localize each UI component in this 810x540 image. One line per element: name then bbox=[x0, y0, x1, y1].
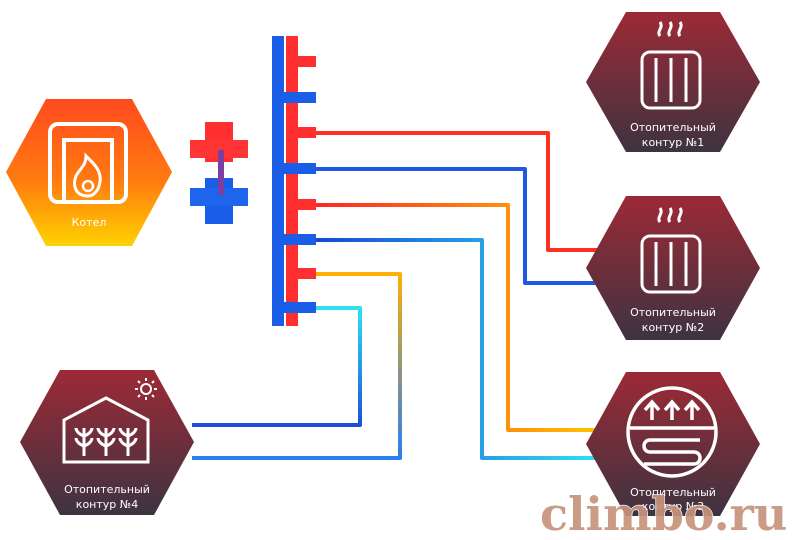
boiler-label: Котел bbox=[72, 216, 107, 229]
circuit-3-hexagon bbox=[586, 372, 760, 516]
circuit-2-label-line1: Отопительный bbox=[630, 306, 716, 319]
boiler-hexagon bbox=[6, 99, 172, 246]
pipe-c4-return bbox=[192, 306, 362, 427]
circuit-3-label-line1: Отопительный bbox=[630, 486, 716, 499]
circuit-4-label-line2: контур №4 bbox=[76, 498, 138, 511]
pipes bbox=[168, 60, 600, 460]
manifold bbox=[272, 36, 316, 326]
circuit-2-label-line2: контур №2 bbox=[642, 321, 704, 334]
circuit-1-label-line2: контур №1 bbox=[642, 136, 704, 149]
circuit-3-label-line2: контур №3 bbox=[642, 500, 704, 513]
circuit-1-node: Отопительный контур №1 bbox=[586, 12, 760, 152]
pipe-c2-return bbox=[315, 167, 600, 285]
circuit-3-node: Отопительный контур №3 bbox=[586, 372, 760, 516]
circuit-1-label-line1: Отопительный bbox=[630, 121, 716, 134]
greenhouse-icon bbox=[62, 396, 150, 464]
circuit-4-label-line1: Отопительный bbox=[64, 483, 150, 496]
circuit-4-node: Отопительный контур №4 bbox=[20, 370, 194, 515]
circuit-2-node: Отопительный контур №2 bbox=[586, 196, 760, 340]
pipe-c2-supply bbox=[315, 131, 600, 252]
hydraulic-separator bbox=[190, 122, 248, 224]
underfloor-heating-icon bbox=[626, 386, 718, 478]
circuit-1-hexagon bbox=[586, 12, 760, 152]
pipe-c3-supply bbox=[315, 203, 600, 432]
radiator-icon bbox=[640, 207, 702, 294]
boiler-flame-icon bbox=[48, 122, 128, 204]
sun-icon bbox=[135, 378, 157, 400]
radiator-icon bbox=[640, 21, 702, 110]
watermark: climbo.ru bbox=[540, 487, 787, 540]
pipe-c3-return bbox=[315, 238, 600, 460]
circuit-2-hexagon bbox=[586, 196, 760, 340]
boiler-node: Котел bbox=[6, 99, 172, 246]
pipe-c4-supply bbox=[192, 272, 402, 460]
